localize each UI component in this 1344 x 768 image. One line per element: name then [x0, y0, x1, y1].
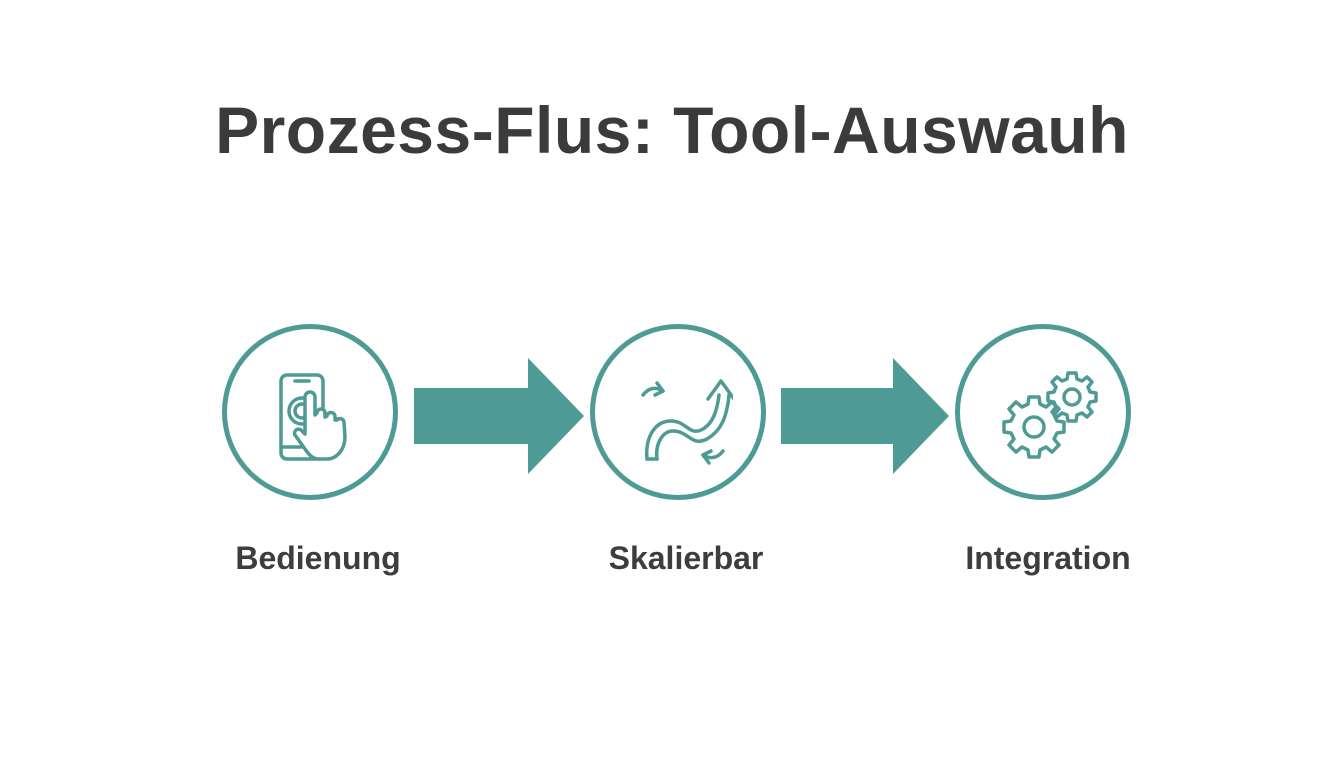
- step-node-skalierbar: [590, 324, 766, 500]
- step-node-integration: [955, 324, 1131, 500]
- gears-icon: [1002, 371, 1098, 459]
- page-title: Prozess-Flus: Tool-Auswauh: [215, 93, 1129, 167]
- step-node-bedienung: [222, 324, 398, 500]
- step-label-skalierbar: Skalierbar: [608, 540, 764, 576]
- step-label-bedienung: Bedienung: [235, 540, 401, 576]
- flow-arrow-2: [781, 358, 949, 474]
- scaling-curve-arrows-icon: [641, 379, 733, 465]
- step-label-integration: Integration: [965, 540, 1131, 576]
- touch-phone-icon: [279, 373, 347, 461]
- flow-arrow-1: [414, 358, 584, 474]
